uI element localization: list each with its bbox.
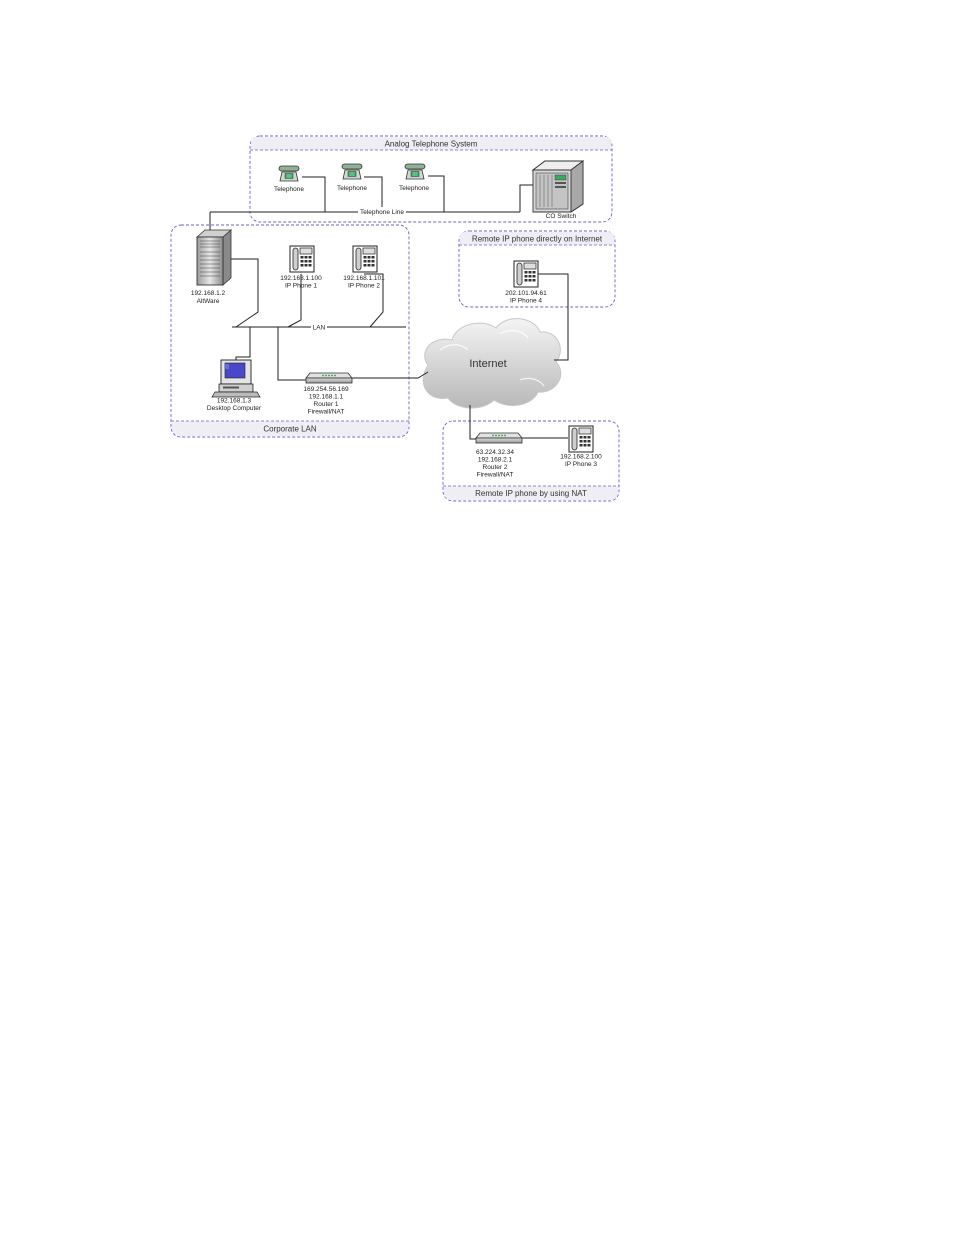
router-1-name: Router 1 bbox=[314, 401, 339, 408]
telephone-line-label: Telephone Line bbox=[360, 209, 404, 216]
ip-phone-2-icon bbox=[352, 245, 378, 273]
telephone-1-label: Telephone bbox=[274, 186, 304, 193]
ip-phone-4: 202.101.94.61 IP Phone 4 bbox=[505, 260, 547, 305]
telephone-3-link bbox=[428, 175, 445, 212]
ip-phone-4-icon bbox=[513, 260, 539, 288]
router-2-internet-link bbox=[469, 405, 478, 440]
desktop-computer-icon bbox=[211, 359, 261, 398]
ip-phone-3-name: IP Phone 3 bbox=[565, 461, 597, 468]
remote-nat-title: Remote IP phone by using NAT bbox=[475, 489, 587, 498]
router-1: 169.254.56.169 192.168.1.1 Router 1 Fire… bbox=[303, 372, 353, 416]
analog-telephone-system-group: Analog Telephone System bbox=[249, 135, 613, 223]
ip-phone-2: 192.168.1.101 IP Phone 2 bbox=[343, 245, 385, 290]
analog-group-title: Analog Telephone System bbox=[385, 140, 478, 149]
telephone-2-link bbox=[364, 176, 383, 212]
lan-label-group: LAN bbox=[311, 323, 327, 332]
telephone-2: Telephone bbox=[337, 163, 367, 192]
co-switch-link bbox=[519, 184, 533, 212]
telephone-1-icon bbox=[278, 165, 300, 182]
desktop-computer: 192.168.1.3 Desktop Computer bbox=[207, 359, 262, 412]
router-2-icon bbox=[475, 432, 523, 444]
ip-phone-2-lan-link bbox=[364, 273, 384, 328]
ip-phone-3-ip: 192.168.2.100 bbox=[560, 454, 602, 461]
ip-phone-2-name: IP Phone 2 bbox=[348, 283, 380, 290]
router-1-icon bbox=[305, 372, 353, 384]
telephone-1-link bbox=[302, 176, 326, 212]
router-1-internet-link bbox=[351, 371, 429, 379]
corporate-lan-title: Corporate LAN bbox=[263, 425, 317, 434]
router-2-lan-ip: 192.168.2.1 bbox=[478, 457, 513, 464]
ip-phone-4-ip: 202.101.94.61 bbox=[505, 290, 547, 297]
server-tower-icon bbox=[195, 229, 233, 286]
ip-phone-3: 192.168.2.100 IP Phone 3 bbox=[560, 425, 602, 468]
ip-phone-1-name: IP Phone 1 bbox=[285, 283, 317, 290]
telephone-3-icon bbox=[404, 163, 426, 180]
ip-phone-1: 192.168.1.100 IP Phone 1 bbox=[280, 245, 322, 290]
ip-phone-1-lan-link bbox=[287, 274, 302, 328]
co-switch-label: CO Switch bbox=[546, 213, 577, 220]
ip-phone-4-internet-link bbox=[538, 273, 569, 361]
ip-phone-3-icon bbox=[568, 425, 594, 453]
telephone-2-icon bbox=[341, 163, 363, 180]
telephone-3-label: Telephone bbox=[399, 185, 429, 192]
desktop-ip-label: 192.168.1.3 bbox=[217, 398, 252, 405]
server-lan-link bbox=[224, 258, 259, 328]
remote-direct-title: Remote IP phone directly on Internet bbox=[472, 235, 603, 244]
ip-phone-4-name: IP Phone 4 bbox=[510, 298, 542, 305]
router-2: 63.224.32.34 192.168.2.1 Router 2 Firewa… bbox=[475, 432, 523, 479]
altware-server: 192.168.1.2 AltWare bbox=[191, 229, 233, 305]
ip-phone-2-ip: 192.168.1.101 bbox=[343, 275, 385, 282]
router-2-role: Firewall/NAT bbox=[477, 472, 514, 479]
server-name-label: AltWare bbox=[197, 298, 220, 305]
lan-label: LAN bbox=[313, 325, 326, 332]
router-1-wan-ip: 169.254.56.169 bbox=[303, 386, 349, 393]
internet-label: Internet bbox=[469, 358, 506, 370]
ip-phone-1-icon bbox=[289, 245, 315, 273]
co-switch: CO Switch bbox=[531, 160, 585, 220]
router-1-lan-ip: 192.168.1.1 bbox=[309, 394, 344, 401]
ip-phone-1-ip: 192.168.1.100 bbox=[280, 275, 322, 282]
internet-cloud: Internet bbox=[422, 318, 562, 409]
co-switch-icon bbox=[531, 160, 585, 213]
telephone-1: Telephone bbox=[274, 165, 304, 193]
router-2-name: Router 2 bbox=[483, 464, 508, 471]
server-ip-label: 192.168.1.2 bbox=[191, 290, 226, 297]
telephone-2-label: Telephone bbox=[337, 185, 367, 192]
router-2-wan-ip: 63.224.32.34 bbox=[476, 449, 514, 456]
desktop-name-label: Desktop Computer bbox=[207, 405, 262, 412]
router-1-role: Firewall/NAT bbox=[308, 409, 345, 416]
router-1-lan-link bbox=[277, 327, 307, 381]
telephone-3: Telephone bbox=[399, 163, 429, 192]
telephone-line-label-group: Telephone Line bbox=[358, 207, 406, 216]
